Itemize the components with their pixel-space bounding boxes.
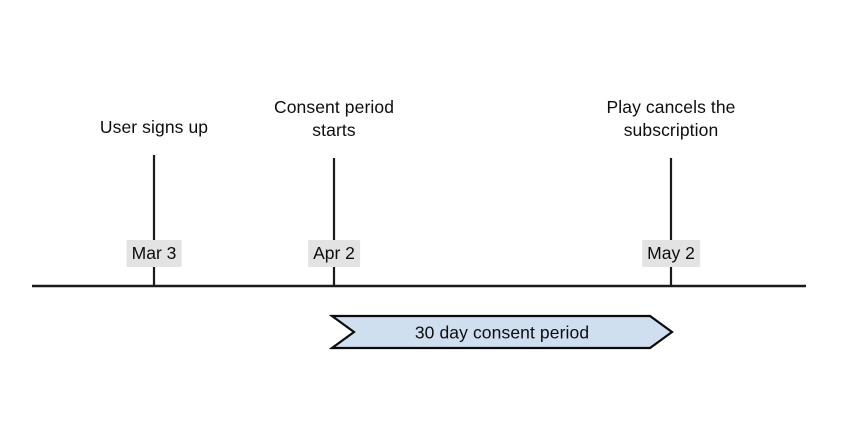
consent-period-banner-shape	[328, 314, 674, 350]
consent-period-banner-label: 30 day consent period	[414, 322, 590, 343]
event-label-consent-start: Consent period starts	[273, 97, 395, 140]
event-label-play-cancels: Play cancels the subscription	[606, 97, 736, 140]
date-chip-play-cancels: May 2	[642, 240, 700, 267]
date-chip-signup: Mar 3	[126, 240, 182, 267]
event-label-signup: User signs up	[99, 117, 209, 137]
date-chip-consent-start: Apr 2	[308, 240, 360, 267]
